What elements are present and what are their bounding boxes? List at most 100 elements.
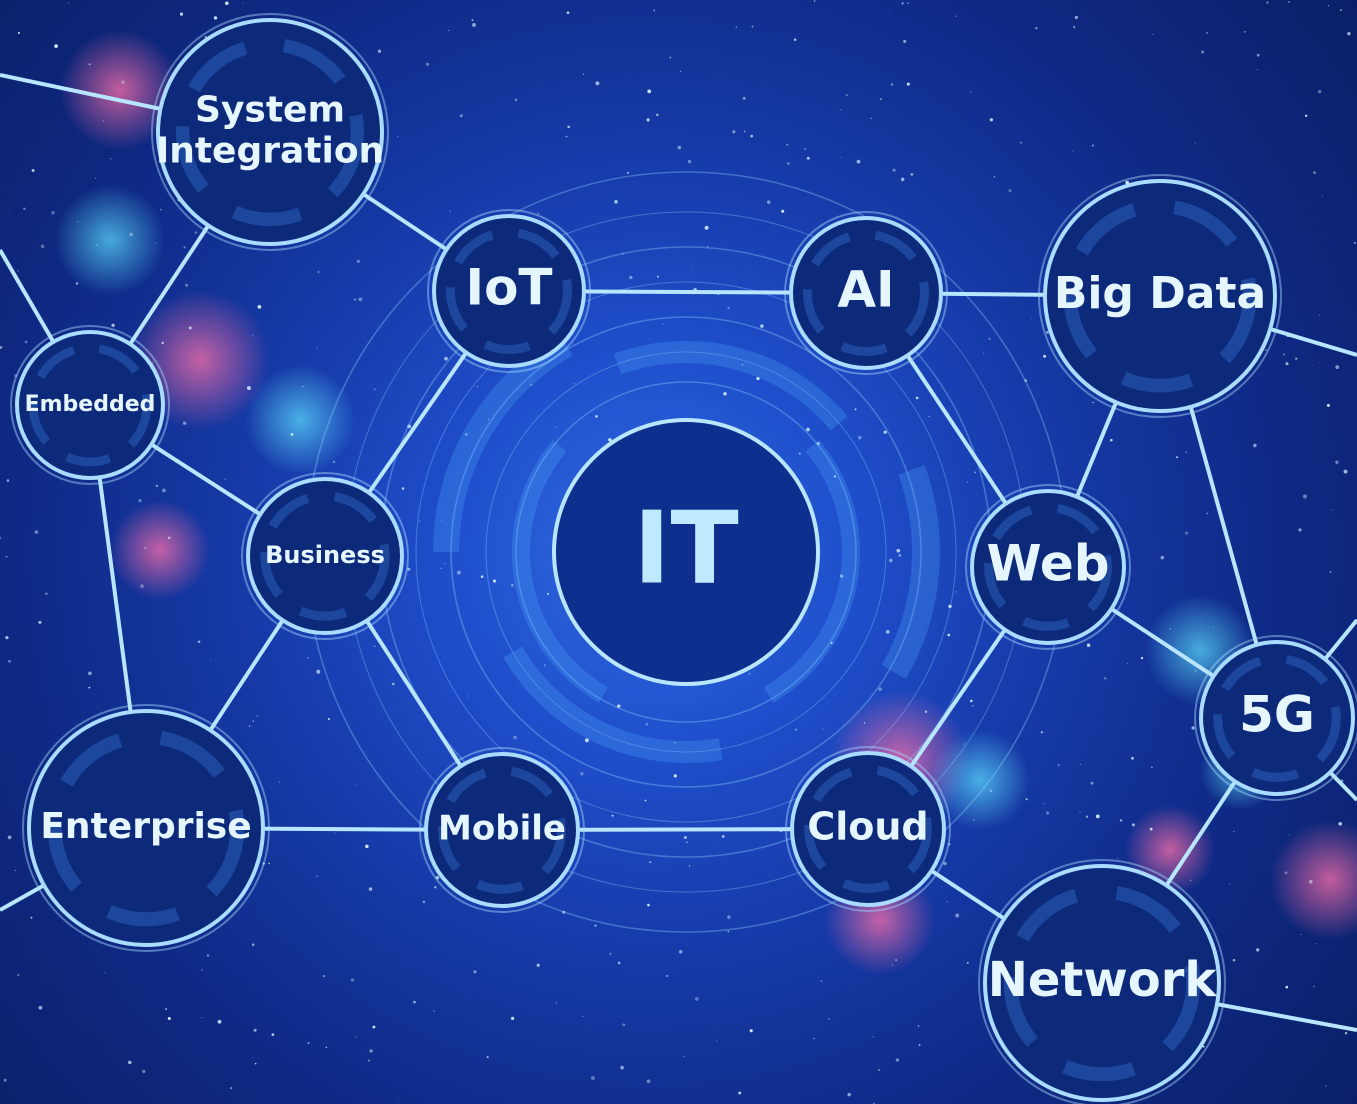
star <box>492 579 497 583</box>
star <box>1317 89 1322 94</box>
star <box>1185 531 1188 535</box>
ring <box>485 351 887 753</box>
star <box>1325 1085 1327 1087</box>
star <box>840 109 842 111</box>
star <box>95 244 98 246</box>
star <box>104 972 106 974</box>
star <box>160 208 162 211</box>
star <box>473 970 477 974</box>
star <box>898 554 902 557</box>
star <box>1040 731 1044 734</box>
star <box>440 520 442 522</box>
star <box>155 484 159 488</box>
node-circle <box>424 752 580 908</box>
star <box>948 604 952 609</box>
node-inner-ring <box>47 729 245 927</box>
star <box>128 1060 132 1065</box>
star <box>1149 827 1153 831</box>
star <box>595 81 600 86</box>
star <box>1057 764 1060 766</box>
star <box>486 1056 489 1059</box>
node-label: Big Data <box>1054 268 1266 319</box>
star <box>622 1023 626 1027</box>
star <box>1085 815 1089 818</box>
node-circle <box>790 751 946 907</box>
star <box>472 22 476 27</box>
node-network: Network <box>978 859 1226 1104</box>
star <box>1185 451 1187 453</box>
node-circle <box>970 489 1126 645</box>
star <box>595 415 598 418</box>
star <box>302 385 304 388</box>
star <box>567 125 571 129</box>
node-label: AI <box>837 261 894 319</box>
star <box>1338 821 1343 826</box>
star <box>907 2 909 4</box>
star <box>179 12 184 16</box>
node-circle <box>156 18 384 246</box>
star <box>256 715 258 718</box>
star <box>662 323 664 325</box>
star <box>1298 528 1302 532</box>
star <box>425 62 430 66</box>
star <box>513 735 517 740</box>
star <box>845 94 848 97</box>
star <box>142 1069 146 1074</box>
star <box>649 861 652 864</box>
star <box>896 548 901 553</box>
star <box>185 283 189 287</box>
star <box>1313 171 1316 174</box>
star <box>45 592 48 596</box>
node-halo <box>10 325 170 485</box>
star <box>673 741 676 744</box>
star <box>17 31 20 34</box>
star <box>1025 798 1028 801</box>
star <box>888 558 893 563</box>
star <box>361 1055 363 1057</box>
node-label: 5G <box>1239 686 1315 744</box>
star <box>0 345 3 350</box>
ring <box>415 281 957 823</box>
star <box>1304 114 1308 117</box>
star <box>1318 314 1321 316</box>
star <box>665 974 669 978</box>
glow-spot <box>245 365 355 475</box>
node-inner-ring <box>803 230 929 356</box>
star <box>1024 379 1028 383</box>
star <box>365 844 369 849</box>
star <box>955 913 960 918</box>
star <box>1256 53 1260 57</box>
star <box>716 1040 718 1042</box>
glow-spot <box>60 30 180 150</box>
star <box>1074 15 1079 20</box>
star <box>514 98 518 102</box>
node-circle <box>432 214 586 368</box>
star <box>691 265 693 267</box>
node-inner-ring <box>1003 884 1201 1082</box>
node-iot: IoT <box>427 209 591 373</box>
star <box>224 478 227 480</box>
star <box>727 307 730 309</box>
star <box>582 1015 584 1018</box>
node-halo <box>978 859 1226 1104</box>
ring-arc <box>511 440 609 703</box>
star <box>748 672 751 675</box>
star <box>358 297 363 302</box>
node-halo <box>965 484 1131 650</box>
star <box>989 789 993 793</box>
star <box>645 723 649 726</box>
star <box>1152 33 1154 35</box>
star <box>1201 50 1205 54</box>
star <box>646 118 650 122</box>
star <box>1288 834 1290 836</box>
star <box>1169 627 1172 630</box>
star <box>1327 5 1330 7</box>
ring <box>450 316 922 788</box>
star <box>183 246 186 249</box>
star <box>1088 454 1090 456</box>
star <box>1090 781 1094 785</box>
star <box>138 498 142 503</box>
star <box>1046 811 1050 815</box>
star <box>456 570 461 575</box>
